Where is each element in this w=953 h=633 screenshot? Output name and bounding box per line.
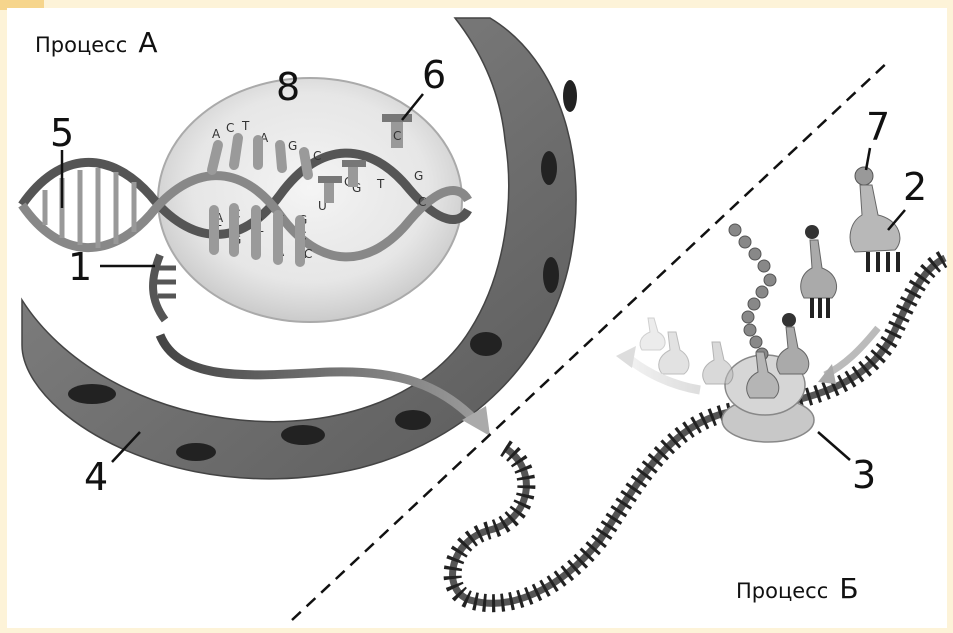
base-letter: A bbox=[212, 127, 221, 141]
process-b-letter: Б bbox=[839, 572, 858, 605]
base-letter: C bbox=[418, 195, 426, 209]
label-1: 1 bbox=[68, 245, 92, 289]
label-6: 6 bbox=[422, 53, 446, 97]
label-2: 2 bbox=[903, 165, 927, 209]
nuclear-pore bbox=[543, 257, 559, 293]
label-8: 8 bbox=[276, 65, 300, 109]
process-a-label: Процесс А bbox=[35, 26, 158, 59]
mrna-bases bbox=[156, 268, 176, 296]
label-3: 3 bbox=[852, 453, 876, 497]
nuclear-pore bbox=[395, 410, 431, 430]
nuclear-pore bbox=[68, 384, 116, 404]
process-b-label: Процесс Б bbox=[736, 572, 859, 605]
process-a-word: Процесс bbox=[35, 33, 127, 57]
base-letter: T bbox=[241, 119, 250, 133]
trna-large bbox=[850, 167, 900, 272]
label-7: 7 bbox=[866, 105, 890, 149]
process-a-letter: А bbox=[138, 26, 157, 59]
nuclear-pore bbox=[176, 443, 216, 461]
nuclear-pore bbox=[281, 425, 325, 445]
base-letter: C bbox=[304, 247, 312, 261]
base-letter: C bbox=[226, 121, 234, 135]
label-5: 5 bbox=[50, 111, 74, 155]
base-letter: G bbox=[288, 139, 297, 153]
trna-group bbox=[616, 167, 900, 398]
nuclear-pore bbox=[563, 80, 577, 112]
process-b-word: Процесс bbox=[736, 579, 828, 603]
base-letter: C bbox=[313, 149, 321, 163]
trna-incoming bbox=[801, 225, 837, 318]
base-letter: C bbox=[393, 129, 401, 143]
base-letter: T bbox=[376, 177, 385, 191]
label-4: 4 bbox=[84, 455, 108, 499]
nuclear-pore bbox=[470, 332, 502, 356]
leader-3 bbox=[818, 432, 850, 460]
trna-bound-a bbox=[777, 313, 809, 374]
nuclear-pore bbox=[541, 151, 557, 185]
base-letter: G bbox=[414, 169, 423, 183]
polypeptide-chain bbox=[729, 224, 776, 360]
leader-7 bbox=[866, 148, 870, 170]
